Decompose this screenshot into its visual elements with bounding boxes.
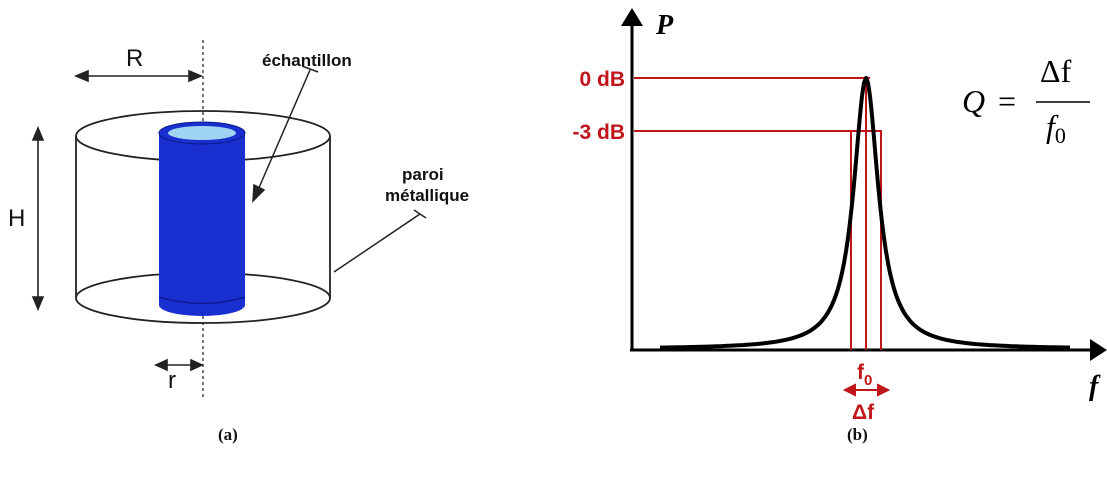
formula-q: Q — [962, 83, 985, 119]
caption-b: (b) — [847, 425, 868, 444]
label-H: H — [8, 205, 25, 232]
sample-leader-line — [252, 65, 319, 203]
formula-equals: = — [998, 83, 1016, 119]
formula-numerator-text: Δf — [1040, 53, 1072, 89]
quality-factor-formula: Q = Δf f0 — [962, 53, 1090, 148]
panel-a-cavity-diagram: R H r échantillon paroi métallique — [8, 40, 469, 444]
label-f0: f0 — [857, 361, 872, 389]
label-0db: 0 dB — [579, 68, 625, 91]
label-wall-line2: métallique — [385, 186, 469, 205]
wall-leader-line — [333, 209, 427, 273]
sample-inner-edge — [158, 296, 246, 305]
sample-bottom — [159, 294, 245, 316]
label-delta-f: Δf — [852, 401, 875, 424]
sample-top-highlight — [168, 126, 236, 140]
label-R: R — [126, 45, 143, 72]
caption-a: (a) — [218, 425, 238, 444]
label-sample: échantillon — [262, 51, 352, 70]
x-axis — [630, 339, 1107, 361]
formula-numerator: Δf — [1040, 53, 1072, 89]
sample-body — [159, 133, 245, 305]
formula-denominator: f0 — [1046, 108, 1066, 148]
label-f0-main: f — [857, 361, 865, 384]
y-axis-label: P — [655, 10, 674, 41]
radius-r-arrow — [154, 358, 204, 372]
panel-b-resonance-plot: P f 0 dB -3 dB f0 Δf Q = Δf — [573, 8, 1107, 444]
label-r: r — [168, 367, 176, 394]
label-minus3db: -3 dB — [573, 121, 626, 144]
formula-denominator-sub: 0 — [1055, 123, 1066, 148]
radius-R-arrow — [73, 69, 204, 83]
y-axis — [621, 8, 643, 350]
height-H-arrow — [31, 125, 45, 312]
resonance-curve — [659, 76, 1070, 350]
label-wall-line1: paroi — [402, 165, 444, 184]
x-axis-label: f — [1089, 371, 1101, 402]
label-f0-sub: 0 — [864, 372, 872, 389]
bandwidth-double-arrow — [842, 383, 891, 397]
